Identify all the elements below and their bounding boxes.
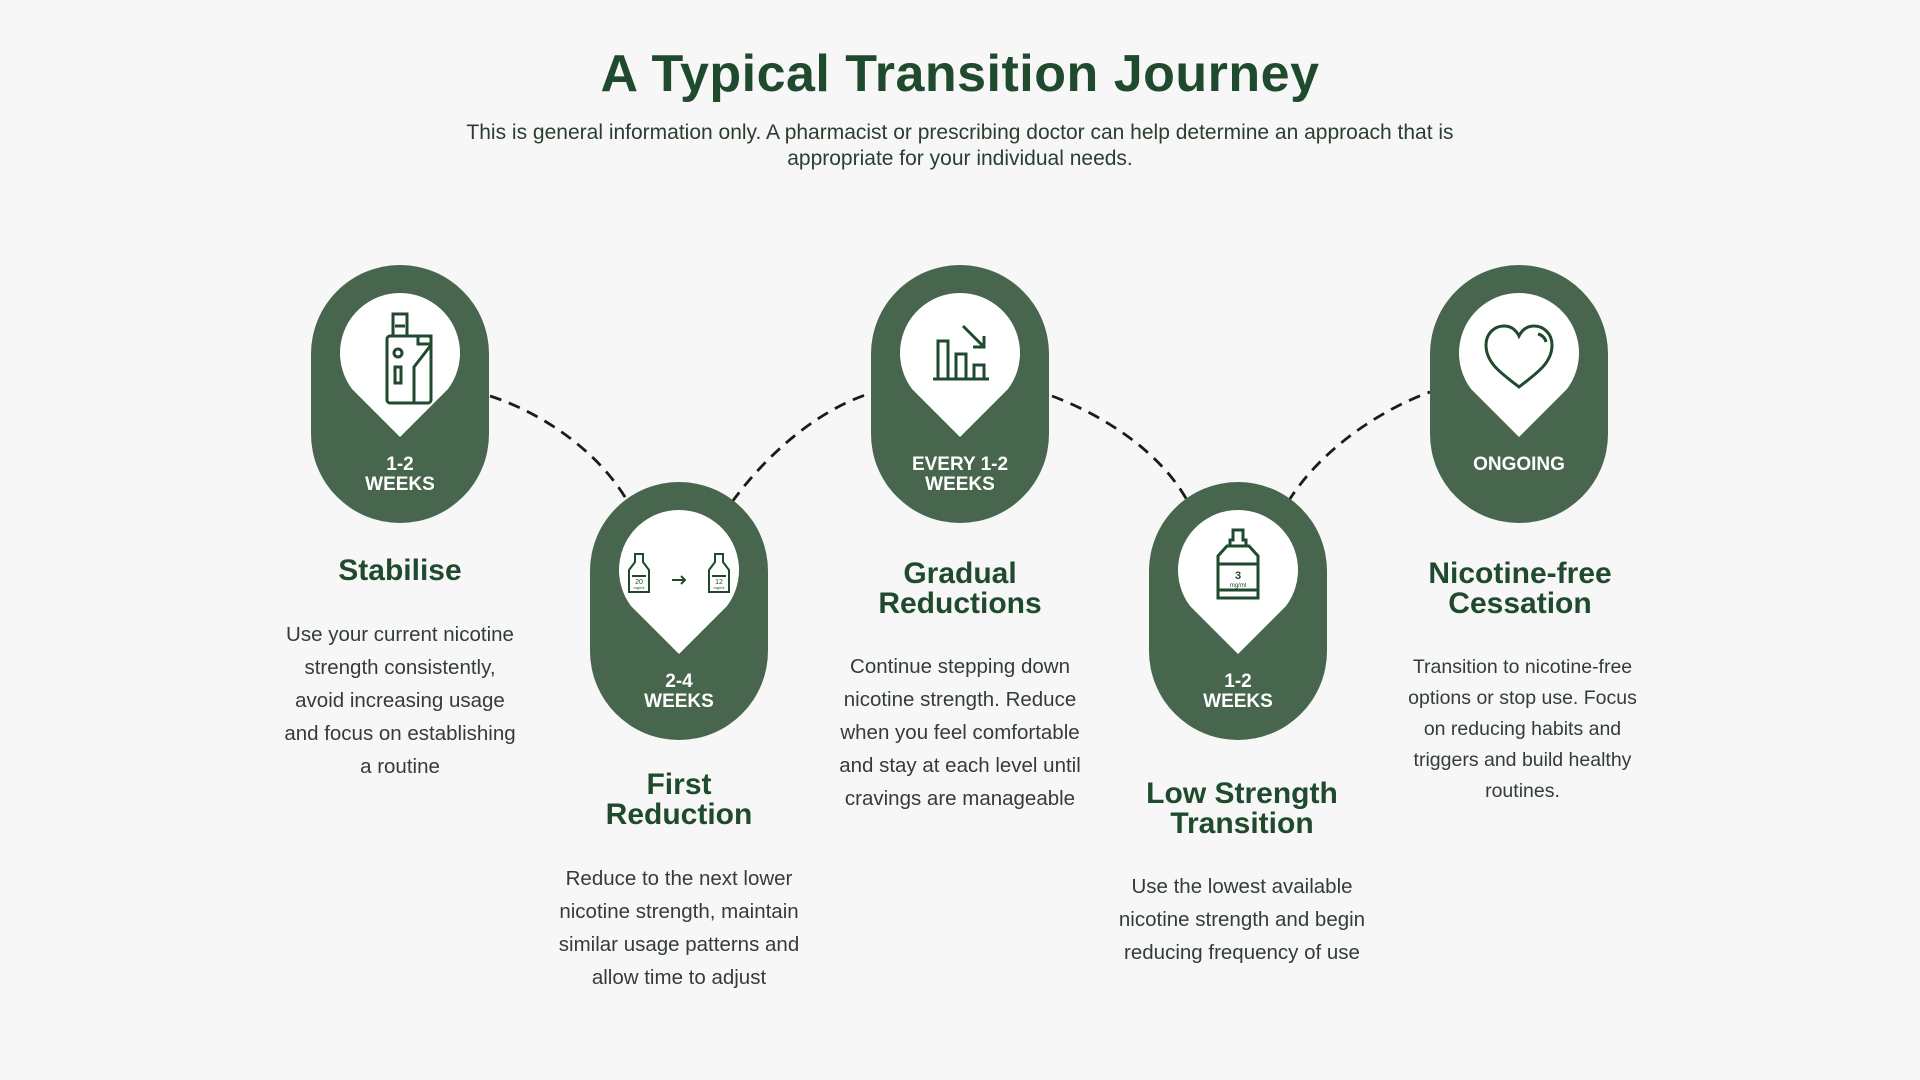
bottle-to-unit: mg/ml bbox=[714, 585, 725, 590]
step-3-title-line1: Gradual bbox=[903, 557, 1017, 590]
bottle-to-value: 12 bbox=[715, 579, 723, 586]
step-2-duration-line1: 2-4 bbox=[665, 671, 693, 692]
step-2-description: Reduce to the next lower nicotine streng… bbox=[558, 867, 800, 989]
step-3-description: Continue stepping down nicotine strength… bbox=[839, 655, 1081, 810]
step-2-title-line1: First bbox=[646, 768, 712, 801]
bottle-from-unit: mg/ml bbox=[634, 585, 645, 590]
location-pin-shape bbox=[340, 293, 460, 437]
step-4-duration-line1: 1-2 bbox=[1224, 671, 1252, 692]
connector-4-5 bbox=[1286, 390, 1431, 503]
connector-3-4 bbox=[1051, 394, 1190, 503]
location-pin-shape: 3 mg/ml bbox=[1178, 510, 1298, 654]
step-4-title-line1: Low Strength bbox=[1146, 777, 1338, 810]
step-5-title: Nicotine-free Cessation bbox=[1380, 559, 1660, 619]
heart-icon bbox=[1484, 324, 1554, 389]
step-3-title-line2: Reductions bbox=[878, 587, 1042, 620]
step-3-title: Gradual Reductions bbox=[820, 559, 1100, 619]
step-1-duration-line1: 1-2 bbox=[386, 454, 414, 475]
step-2-badge: 20 mg/ml 12 mg/ml 2-4 WEEKS bbox=[590, 482, 768, 740]
low-strength-bottle-icon bbox=[1216, 528, 1260, 600]
step-5-title-line1: Nicotine-free bbox=[1428, 557, 1612, 590]
step-4-title-line2: Transition bbox=[1170, 807, 1314, 840]
step-4-description: Use the lowest available nicotine streng… bbox=[1118, 875, 1366, 964]
bottle-strength-value: 3 bbox=[1235, 570, 1241, 582]
step-3-duration-line1: EVERY 1-2 bbox=[911, 454, 1009, 475]
step-5-description: Transition to nicotine-free options or s… bbox=[1408, 656, 1637, 802]
step-4-duration-line2: WEEKS bbox=[1203, 691, 1273, 712]
step-5-badge: ONGOING bbox=[1430, 265, 1608, 523]
step-3-badge: EVERY 1-2 WEEKS bbox=[871, 265, 1049, 523]
step-2-duration-line2: WEEKS bbox=[644, 691, 714, 712]
step-1-description: Use your current nicotine strength consi… bbox=[284, 623, 516, 778]
step-2-title-line2: Reduction bbox=[605, 798, 753, 831]
location-pin-shape: 20 mg/ml 12 mg/ml bbox=[619, 510, 739, 654]
location-pin-shape bbox=[900, 293, 1020, 437]
connector-2-3 bbox=[730, 392, 869, 503]
step-4-title: Low Strength Transition bbox=[1102, 779, 1382, 839]
step-1-duration-line2: WEEKS bbox=[365, 474, 435, 495]
bottle-strength-unit: mg/ml bbox=[1230, 583, 1246, 589]
step-1-title: Stabilise bbox=[280, 556, 520, 586]
step-1-badge: 1-2 WEEKS bbox=[311, 265, 489, 523]
connector-1-2 bbox=[489, 394, 630, 503]
bottle-strength-change-icon bbox=[628, 553, 730, 593]
page-subtitle: This is general information only. A phar… bbox=[466, 121, 1454, 170]
location-pin-shape bbox=[1459, 293, 1579, 437]
vape-device-icon bbox=[385, 312, 433, 405]
page-title: A Typical Transition Journey bbox=[600, 45, 1320, 103]
step-4-badge: 3 mg/ml 1-2 WEEKS bbox=[1149, 482, 1327, 740]
step-1-title-line1: Stabilise bbox=[338, 554, 462, 587]
step-5-duration-line1: ONGOING bbox=[1473, 454, 1565, 475]
bottle-from-value: 20 bbox=[635, 579, 643, 586]
decreasing-bar-chart-icon bbox=[933, 324, 989, 381]
step-3-duration-line2: WEEKS bbox=[925, 474, 995, 495]
step-5-title-line2: Cessation bbox=[1448, 587, 1592, 620]
step-2-title: First Reduction bbox=[559, 770, 799, 830]
